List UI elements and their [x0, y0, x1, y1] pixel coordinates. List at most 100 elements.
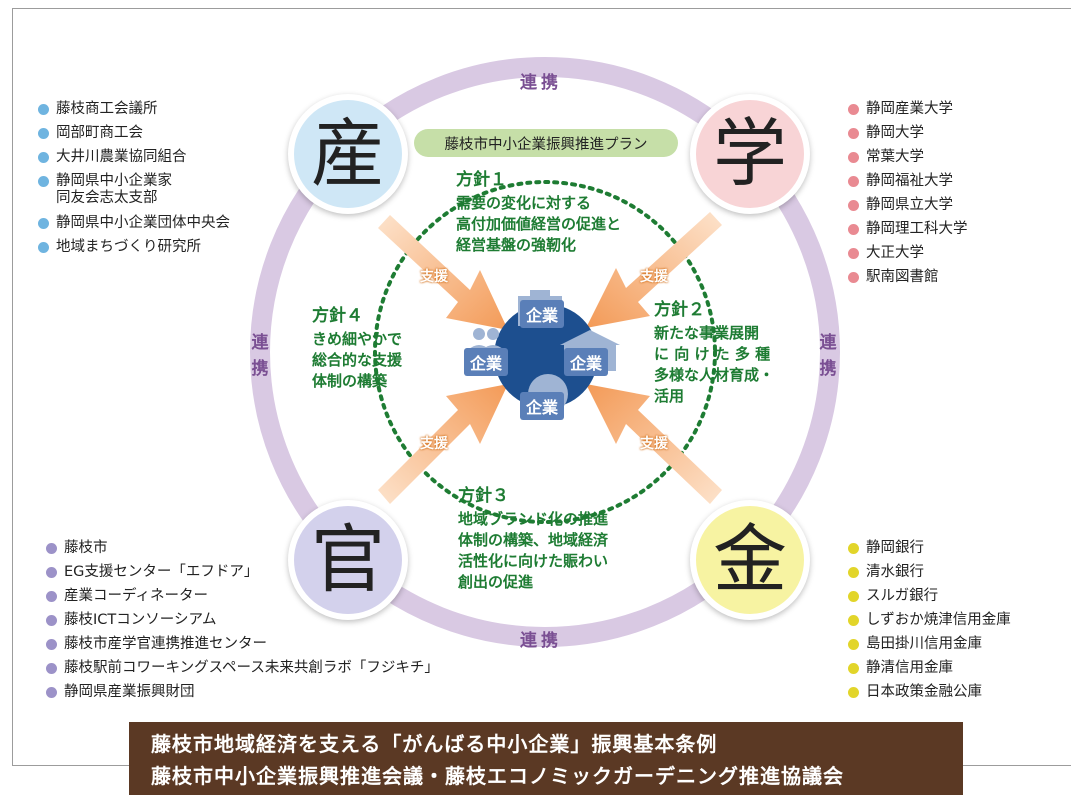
policy-1-line1: 需要の変化に対する [456, 194, 592, 212]
list-item-text: 静岡銀行 [866, 540, 924, 556]
node-kan: 官 [288, 500, 408, 620]
renkei-bottom: 連携 [520, 631, 562, 651]
list-item-text: 静岡産業大学 [866, 101, 953, 117]
policy-2-line4: 活用 [654, 387, 685, 405]
bullet-dot [848, 615, 859, 626]
list-item: 駅南図書館 [848, 265, 968, 289]
list-item: 清水銀行 [848, 560, 1011, 584]
bullet-dot [46, 615, 57, 626]
support-arrow-kan [378, 384, 508, 504]
bullet-dot [46, 687, 57, 698]
enterprise-center [494, 304, 598, 408]
policy-2: 方針２ 新たな事業展開 に 向 け た 多 種 多様な人材育成・ 活用 [654, 300, 774, 407]
policy-3-line4: 創出の促進 [458, 573, 534, 591]
list-item: 藤枝ICTコンソーシアム [46, 608, 439, 632]
node-kin-label: 金 [713, 517, 787, 603]
policy-3-line1: 地域ブランド化の推進 [458, 510, 609, 528]
list-item-text: 常葉大学 [866, 149, 924, 165]
policy-4-line1: きめ細やかで [312, 330, 403, 348]
list-item: 静岡福祉大学 [848, 169, 968, 193]
bullet-dot [46, 567, 57, 578]
list-item-text: 静岡県立大学 [866, 197, 953, 213]
support-arrow-kin [586, 384, 722, 504]
list-item-text: 清水銀行 [866, 564, 924, 580]
bullet-dot [848, 104, 859, 115]
list-item-text: 駅南図書館 [866, 269, 939, 285]
enterprise-label-right: 企業 [564, 348, 609, 376]
policy-4-line2: 総合的な支援 [312, 351, 403, 369]
list-item-text: 大正大学 [866, 245, 924, 261]
bullet-dot [848, 200, 859, 211]
enterprise-label-left: 企業 [464, 348, 509, 376]
list-item: 常葉大学 [848, 145, 968, 169]
bullet-dot [848, 272, 859, 283]
bullet-dot [46, 663, 57, 674]
list-item-text: EG支援センター「エフドア」 [64, 564, 259, 580]
policy-2-line2: に 向 け た 多 種 [654, 345, 771, 363]
bullet-dot [848, 639, 859, 650]
list-item: 大正大学 [848, 241, 968, 265]
list-item: 地域まちづくり研究所 [38, 235, 230, 259]
plan-title-badge: 藤枝市中小企業振興推進プラン [414, 129, 678, 157]
list-item-text: 藤枝ICTコンソーシアム [64, 612, 217, 628]
list-item-text: 大井川農業協同組合 [56, 149, 187, 165]
bullet-dot [46, 591, 57, 602]
list-item-text: 島田掛川信用金庫 [866, 636, 982, 652]
policy-1: 方針１ 需要の変化に対する 高付加価値経営の促進と 経営基盤の強靭化 [456, 170, 621, 256]
bullet-dot [38, 104, 49, 115]
list-item: 静岡県中小企業団体中央会 [38, 211, 230, 235]
list-item: 静岡県産業振興財団 [46, 680, 439, 704]
renkei-left-char1: 連 [251, 333, 269, 353]
renkei-left: 連 携 [250, 330, 270, 382]
policy-1-line3: 経営基盤の強靭化 [456, 236, 577, 254]
list-item: 日本政策金融公庫 [848, 680, 1011, 704]
list-san: 藤枝商工会議所 岡部町商工会 大井川農業協同組合 静岡県中小企業家同友会志太支部… [38, 97, 230, 259]
bullet-dot [46, 543, 57, 554]
policy-3-heading: 方針３ [458, 486, 509, 506]
node-san: 産 [288, 94, 408, 214]
list-item: 静岡産業大学 [848, 97, 968, 121]
policy-3-line2: 体制の構築、地域経済 [458, 531, 609, 549]
renkei-right: 連 携 [818, 330, 838, 382]
bullet-dot [848, 591, 859, 602]
list-item-text: 静岡県中小企業家 [56, 173, 172, 189]
node-kin: 金 [690, 500, 810, 620]
policy-1-line2: 高付加価値経営の促進と [456, 215, 622, 233]
bullet-dot [848, 176, 859, 187]
support-label-gaku: 支援 [640, 269, 668, 285]
list-item: 藤枝商工会議所 [38, 97, 230, 121]
list-item: 岡部町商工会 [38, 121, 230, 145]
policy-4-heading: 方針４ [312, 306, 363, 326]
list-item-text: 静岡理工科大学 [866, 221, 968, 237]
enterprise-label-top: 企業 [520, 300, 565, 328]
support-label-san: 支援 [420, 269, 448, 285]
list-kan: 藤枝市 EG支援センター「エフドア」 産業コーディネーター 藤枝ICTコンソーシ… [46, 536, 439, 704]
bullet-dot [848, 687, 859, 698]
list-item-text: 産業コーディネーター [64, 588, 208, 604]
policy-2-line3: 多様な人材育成・ [654, 366, 775, 384]
list-item: 静岡大学 [848, 121, 968, 145]
list-item: 静岡県中小企業家同友会志太支部 [38, 169, 230, 207]
policy-dotted-circle [373, 180, 717, 524]
bullet-dot [848, 248, 859, 259]
list-item: 静岡銀行 [848, 536, 1011, 560]
node-san-label: 産 [311, 111, 385, 197]
bullet-dot [848, 663, 859, 674]
list-item-text: 藤枝商工会議所 [56, 101, 158, 117]
list-item-text: スルガ銀行 [866, 588, 939, 604]
support-arrow-gaku [586, 212, 722, 328]
bullet-dot [848, 543, 859, 554]
list-item: 産業コーディネーター [46, 584, 439, 608]
list-item: EG支援センター「エフドア」 [46, 560, 439, 584]
policy-3: 方針３ 地域ブランド化の推進 体制の構築、地域経済 活性化に向けた賑わい 創出の… [458, 486, 608, 593]
list-item-text: 静岡県産業振興財団 [64, 684, 195, 700]
renkei-right-char1: 連 [819, 333, 837, 353]
bullet-dot [848, 224, 859, 235]
list-item-text: 静岡大学 [866, 125, 924, 141]
bullet-dot [38, 218, 49, 229]
list-item-text: 岡部町商工会 [56, 125, 143, 141]
footer-line-2: 藤枝市中小企業振興推進会議・藤枝エコノミックガーデニング推進協議会 [151, 764, 844, 788]
list-item-text: しずおか焼津信用金庫 [866, 612, 1011, 628]
list-item: 藤枝市 [46, 536, 439, 560]
